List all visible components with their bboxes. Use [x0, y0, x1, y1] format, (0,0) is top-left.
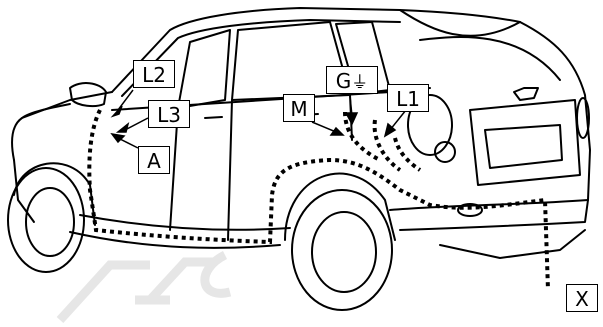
callout-a: A	[138, 146, 170, 174]
callout-x: X	[566, 284, 598, 312]
leader-lines	[110, 89, 407, 149]
callout-l3: L3	[148, 100, 190, 128]
callout-l1: L1	[387, 84, 429, 112]
callout-g: G⏚	[326, 66, 378, 94]
watermark-logo	[56, 250, 232, 324]
callout-m: M	[283, 94, 315, 122]
wiring-harness	[87, 109, 550, 291]
callout-g-letter: G	[335, 69, 352, 93]
ground-symbol-icon: ⏚	[351, 73, 369, 93]
callout-l2: L2	[133, 60, 175, 88]
car-body	[7, 7, 591, 311]
